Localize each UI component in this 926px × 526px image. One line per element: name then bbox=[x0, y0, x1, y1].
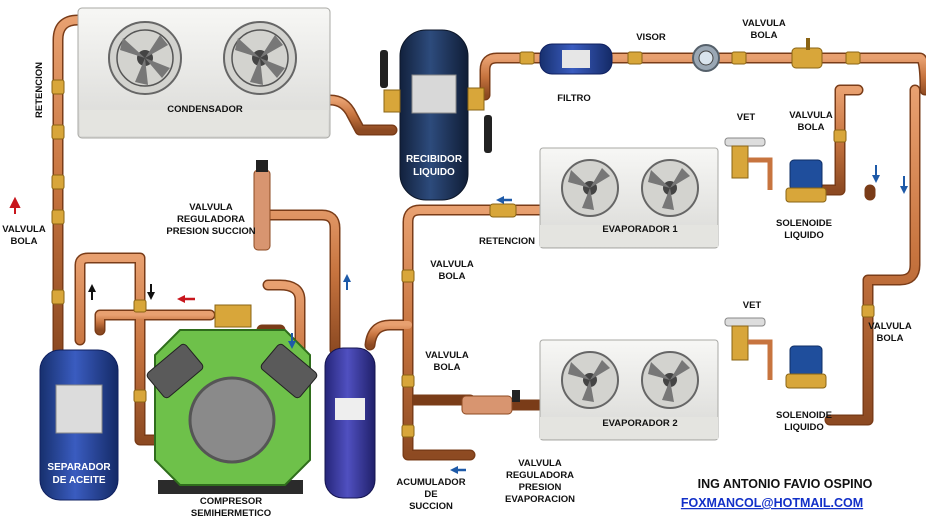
arrow-left-icon bbox=[450, 466, 466, 474]
ball-valve-rt-label-1: VALVULA bbox=[789, 110, 833, 121]
suction-reg-label-3: PRESION SUCCION bbox=[166, 226, 255, 237]
evaporator-1-label: EVAPORADOR 1 bbox=[602, 224, 678, 235]
evaporator-2: EVAPORADOR 2 bbox=[539, 339, 719, 441]
expansion-valve-1 bbox=[724, 137, 773, 190]
ball-valve-top bbox=[791, 38, 823, 69]
solenoid-2-label-1: SOLENOIDE bbox=[776, 410, 832, 421]
accumulator-label-1: ACUMULADOR bbox=[396, 477, 465, 488]
suction-pressure-regulating-valve bbox=[253, 160, 271, 251]
receiver-label-2: LIQUIDO bbox=[413, 167, 455, 178]
evap-pressure-regulating-valve bbox=[461, 390, 520, 415]
filter-label: FILTRO bbox=[557, 93, 591, 104]
check-valve-mid-label: RETENCION bbox=[479, 236, 535, 247]
flow-arrows bbox=[9, 165, 908, 474]
expansion-valve-2 bbox=[724, 317, 773, 380]
vet-1-label: VET bbox=[737, 112, 756, 123]
arrow-up-icon bbox=[9, 196, 21, 214]
separator-label-2: DE ACEITE bbox=[53, 475, 106, 486]
author-email-link[interactable]: FOXMANCOL@HOTMAIL.COM bbox=[681, 496, 863, 510]
arrow-down-icon bbox=[872, 165, 880, 183]
receiver-label-1: RECIBIDOR bbox=[406, 154, 463, 165]
liquid-receiver: RECIBIDOR LIQUIDO bbox=[380, 29, 492, 201]
fan-icon bbox=[561, 351, 619, 409]
accumulator-label-3: SUCCION bbox=[409, 501, 453, 512]
arrow-up-icon bbox=[88, 284, 96, 300]
author-credit: ING ANTONIO FAVIO OSPINO bbox=[698, 477, 873, 491]
ball-valve-rt-label-2: BOLA bbox=[798, 122, 825, 133]
fan-icon bbox=[223, 21, 297, 95]
suction-reg-label-1: VALVULA bbox=[189, 202, 233, 213]
filter-drier bbox=[539, 43, 613, 75]
check-valve-mid bbox=[489, 203, 517, 218]
arrow-left-icon bbox=[177, 295, 195, 303]
arrow-left-icon bbox=[496, 196, 512, 204]
arrow-up-icon bbox=[343, 274, 351, 290]
suction-accumulator bbox=[324, 347, 376, 499]
condenser-label: CONDENSADOR bbox=[167, 104, 243, 115]
compressor bbox=[146, 304, 318, 494]
fan-icon bbox=[561, 159, 619, 217]
solenoid-1-label-1: SOLENOIDE bbox=[776, 218, 832, 229]
oil-separator: SEPARADOR DE ACEITE bbox=[39, 349, 119, 501]
evap-reg-label-3: PRESION bbox=[519, 482, 562, 493]
ball-valve-mid2-label-2: BOLA bbox=[434, 362, 461, 373]
ball-valve-left-label-1: VALVULA bbox=[2, 224, 46, 235]
evap-reg-label-4: EVAPORACION bbox=[505, 494, 575, 505]
ball-valve-mid1-label-1: VALVULA bbox=[430, 259, 474, 270]
accumulator-label-2: DE bbox=[424, 489, 437, 500]
condenser-unit: CONDENSADOR bbox=[77, 7, 331, 139]
evaporator-1: EVAPORADOR 1 bbox=[539, 147, 719, 249]
suction-reg-label-2: REGULADORA bbox=[177, 214, 245, 225]
copper-piping bbox=[52, 14, 926, 461]
arrow-down-icon bbox=[147, 284, 155, 300]
evap-reg-label-2: REGULADORA bbox=[506, 470, 574, 481]
ball-valve-left-label-2: BOLA bbox=[11, 236, 38, 247]
sight-glass bbox=[692, 44, 720, 72]
compressor-label-2: SEMIHERMETICO bbox=[191, 508, 271, 519]
fan-icon bbox=[641, 351, 699, 409]
ball-valve-rb-label-2: BOLA bbox=[877, 333, 904, 344]
arrow-down-icon bbox=[288, 333, 296, 349]
fan-icon bbox=[108, 21, 182, 95]
compressor-label-1: COMPRESOR bbox=[200, 496, 262, 507]
check-valve-left-label: RETENCION bbox=[34, 62, 45, 118]
brass-fittings bbox=[51, 51, 875, 438]
ball-valve-mid2-label-1: VALVULA bbox=[425, 350, 469, 361]
fan-icon bbox=[641, 159, 699, 217]
evaporator-2-label: EVAPORADOR 2 bbox=[602, 418, 677, 429]
ball-valve-top-label-2: BOLA bbox=[751, 30, 778, 41]
visor-label: VISOR bbox=[636, 32, 666, 43]
solenoid-valve-2 bbox=[785, 345, 827, 389]
arrow-down-icon bbox=[900, 176, 908, 194]
ball-valve-rb-label-1: VALVULA bbox=[868, 321, 912, 332]
solenoid-1-label-2: LIQUIDO bbox=[784, 230, 824, 241]
evap-reg-label-1: VALVULA bbox=[518, 458, 562, 469]
ball-valve-top-label-1: VALVULA bbox=[742, 18, 786, 29]
solenoid-2-label-2: LIQUIDO bbox=[784, 422, 824, 433]
solenoid-valve-1 bbox=[785, 159, 827, 203]
vet-2-label: VET bbox=[743, 300, 762, 311]
separator-label-1: SEPARADOR bbox=[47, 462, 111, 473]
ball-valve-mid1-label-2: BOLA bbox=[439, 271, 466, 282]
